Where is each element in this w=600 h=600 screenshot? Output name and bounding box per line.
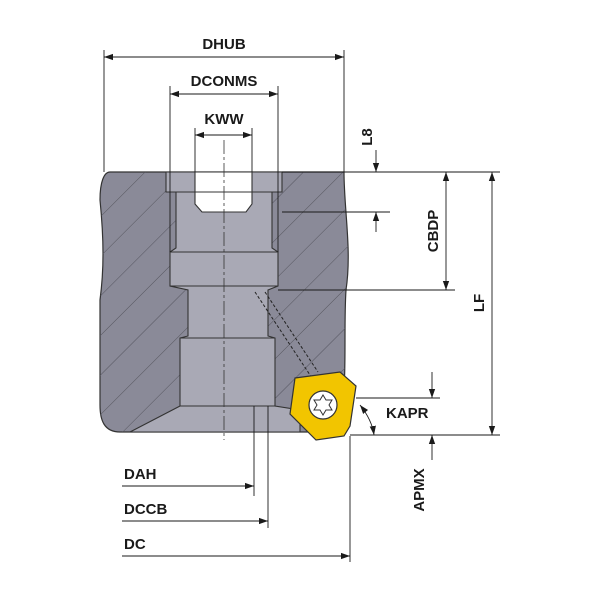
dimensions	[103, 50, 500, 562]
label-apmx: APMX	[411, 468, 428, 511]
label-dconms: DCONMS	[191, 73, 258, 90]
label-l8: L8	[359, 128, 376, 146]
label-dccb: DCCB	[124, 501, 167, 518]
cutting-insert	[289, 371, 357, 441]
label-lf: LF	[471, 294, 488, 312]
torx-icon	[313, 394, 333, 416]
label-dc: DC	[124, 536, 146, 553]
label-dah: DAH	[124, 466, 157, 483]
label-dhub: DHUB	[202, 36, 245, 53]
label-kww: KWW	[204, 111, 244, 128]
label-kapr: KAPR	[386, 405, 429, 422]
cutter-body	[99, 171, 349, 433]
label-cbdp: CBDP	[425, 210, 442, 253]
